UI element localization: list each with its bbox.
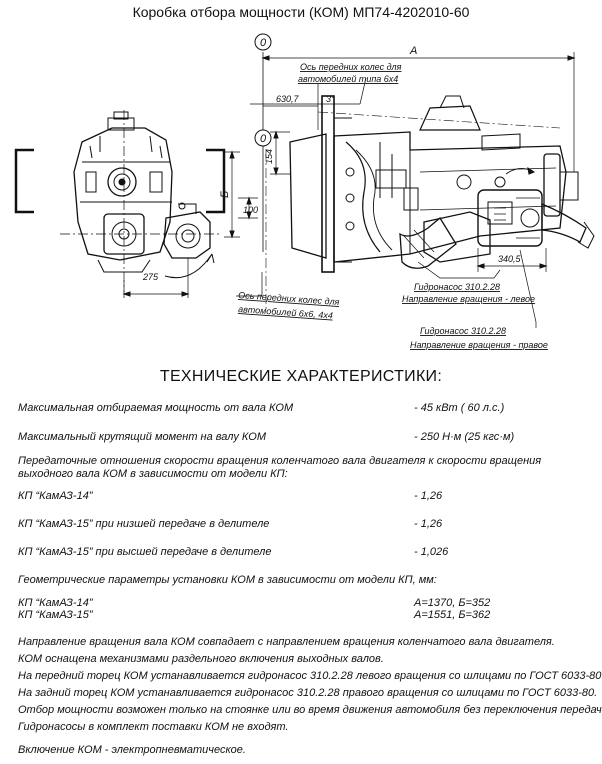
spec-ratio-3-value: - 1,026 [414,546,449,558]
dim-275-label: 275 [142,272,159,282]
axis-6x4-line1: Ось передних колес для [300,62,402,72]
datum-marker-mid: 0 [254,129,272,147]
note-mechanisms: КОМ оснащена механизмами раздельного вкл… [18,653,384,665]
side-view [14,110,258,298]
dim-340-label: 340,5 [498,254,522,264]
technical-drawing: 0 0 A Б 630,7 3° 154 100 275 340,5 Ось п… [14,33,595,350]
spec-geom-intro: Геометрические параметры установки КОМ в… [18,574,437,586]
spec-geom-1-label: КП “КамАЗ-14” [18,597,93,609]
dim-A-label: A [409,45,417,57]
spec-ratio-1-label: КП “КамАЗ-14” [18,490,93,502]
note-front-pump: На передний торец КОМ устанавливается ги… [18,670,602,682]
pump-right-direction: Направление вращения - правое [410,340,548,350]
front-view [236,52,595,328]
page-title: Коробка отбора мощности (КОМ) МП74-42020… [132,4,470,20]
axis-6x6-line2: автомобилей 6х6, 4х4 [238,304,333,321]
spec-torque-label: Максимальный крутящий момент на валу КОМ [18,431,266,443]
spec-ratio-1-value: - 1,26 [414,490,443,502]
spec-geom-2-value: А=1551, Б=362 [414,609,491,621]
note-delivery: Гидронасосы в комплект поставки КОМ не в… [18,721,289,733]
specs-title: ТЕХНИЧЕСКИЕ ХАРАКТЕРИСТИКИ: [159,368,443,385]
svg-text:0: 0 [260,133,267,145]
datum-marker-top: 0 [254,33,272,51]
svg-text:0: 0 [260,37,267,49]
pump-right-name: Гидронасос 310.2.28 [420,326,506,336]
dim-154-label: 154 [264,149,274,164]
spec-torque-value: - 250 Н·м (25 кгс·м) [414,431,515,443]
dim-3deg-label: 3° [326,94,335,104]
pump-left-direction: Направление вращения - левое [402,294,535,304]
axis-6x4-line2: автомобилей типа 6х4 [298,74,398,84]
spec-power-value: - 45 кВт ( 60 л.с.) [414,402,505,414]
spec-geom-1-value: А=1370, Б=352 [414,597,491,609]
note-rear-pump: На задний торец КОМ устанавливается гидр… [18,687,598,699]
spec-geom-2-label: КП “КамАЗ-15” [18,609,93,621]
spec-ratio-intro-2: выходного вала КОМ в зависимости от моде… [18,468,288,480]
spec-ratio-intro-1: Передаточные отношения скорости вращения… [18,455,542,467]
note-rotation: Направление вращения вала КОМ совпадает … [18,636,555,648]
dim-630-label: 630,7 [276,94,300,104]
pump-left-name: Гидронасос 310.2.28 [414,282,500,292]
spec-power-label: Максимальная отбираемая мощность от вала… [18,402,294,414]
note-activation: Включение КОМ - электропневматическое. [18,744,246,756]
note-usage: Отбор мощности возможен только на стоянк… [18,704,602,716]
dim-100-label: 100 [243,205,258,215]
spec-ratio-2-label: КП “КамАЗ-15” при низшей передаче в дели… [18,518,270,530]
spec-ratio-3-label: КП “КамАЗ-15” при высшей передаче в дели… [18,546,272,558]
spec-ratio-2-value: - 1,26 [414,518,443,530]
dim-B-label: Б [219,191,231,198]
